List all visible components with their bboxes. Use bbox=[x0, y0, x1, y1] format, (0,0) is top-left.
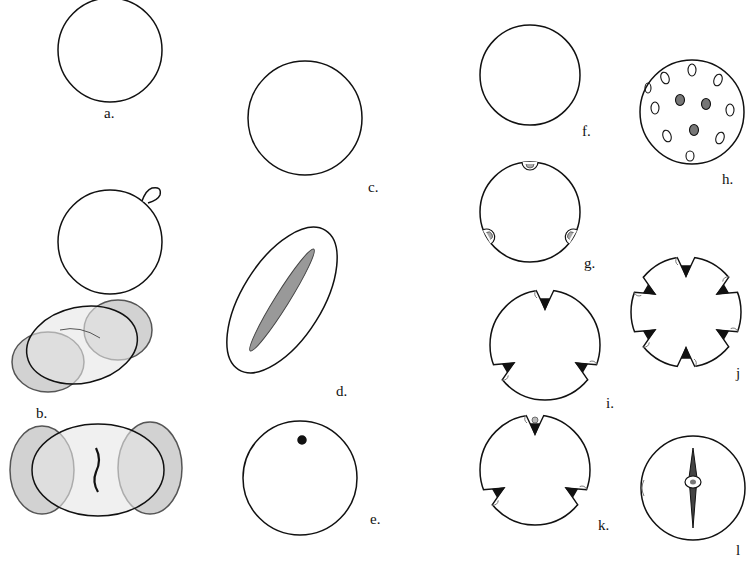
figure-letter: c. bbox=[368, 180, 378, 195]
figure-letter: l bbox=[736, 543, 740, 558]
pollen-grain bbox=[58, 0, 162, 102]
tricolporate-grain bbox=[480, 413, 590, 525]
pore bbox=[298, 436, 306, 444]
triporate-grain bbox=[480, 162, 580, 262]
figure-letter: a. bbox=[104, 106, 114, 121]
figure-letter: e. bbox=[370, 512, 380, 527]
figure-letter: g. bbox=[584, 256, 595, 271]
figure-letter: j bbox=[736, 366, 740, 381]
bisaccate-grain bbox=[12, 296, 152, 394]
figure-letter: h. bbox=[722, 172, 733, 187]
bisaccate-grain bbox=[10, 422, 182, 516]
monosulcate-grain bbox=[205, 209, 360, 390]
figure-letter: k. bbox=[598, 518, 609, 533]
pollen-grain bbox=[243, 421, 357, 535]
tricolpate-grain bbox=[490, 288, 600, 400]
pollen-grain bbox=[248, 61, 362, 175]
pollen-grain bbox=[480, 25, 580, 125]
colporate-grain bbox=[641, 436, 745, 540]
figure-letter: b. bbox=[36, 406, 47, 421]
figure-letter: i. bbox=[606, 396, 614, 411]
periporate-grain bbox=[640, 60, 744, 164]
hexacolpate-grain bbox=[631, 255, 741, 369]
figure-letter: f. bbox=[582, 124, 591, 139]
pollen-tube bbox=[142, 188, 160, 203]
pollen-grain bbox=[58, 190, 162, 294]
figure-letter: d. bbox=[336, 384, 347, 399]
